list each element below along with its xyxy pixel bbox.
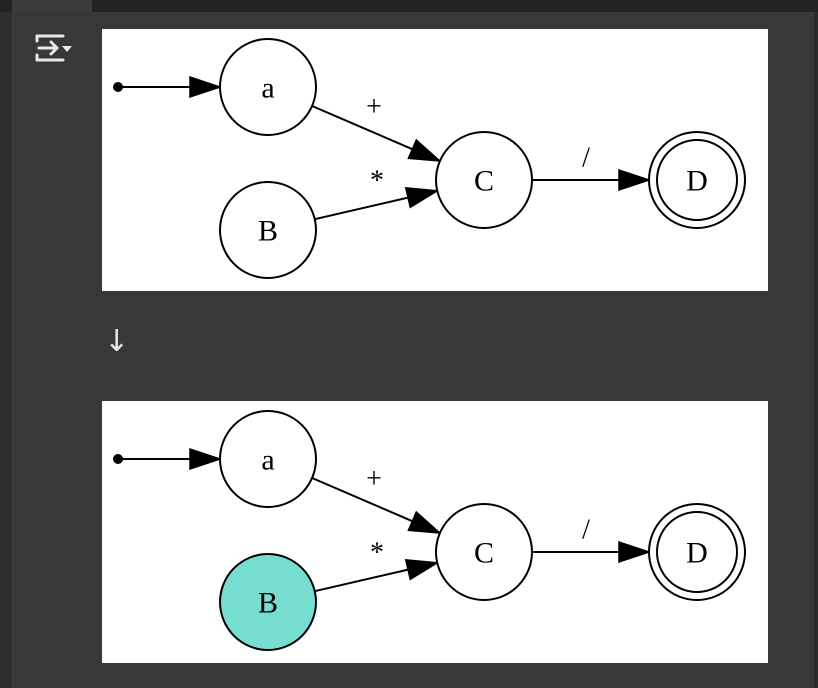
- state-circle: [435, 503, 533, 601]
- edge-label: *: [370, 166, 384, 197]
- state-node-a: a: [219, 38, 317, 136]
- state-label: D: [686, 165, 708, 198]
- edge-label: /: [582, 515, 590, 546]
- edge-B-C: *: [314, 166, 440, 221]
- arrowhead: [407, 138, 443, 162]
- edge-line: [314, 196, 409, 221]
- state-circle: [219, 38, 317, 136]
- state-node-B: B: [219, 553, 317, 651]
- state-node-a: a: [219, 410, 317, 508]
- edge-label: /: [582, 143, 590, 174]
- down-arrow-text: ↓: [104, 324, 130, 359]
- state-label: a: [261, 444, 274, 477]
- state-circle: [219, 181, 317, 279]
- state-label: D: [686, 537, 708, 570]
- state-circle: [435, 131, 533, 229]
- arrowhead: [189, 75, 223, 99]
- edge-line: [311, 105, 413, 151]
- edge-label: +: [366, 464, 382, 495]
- edge-line: [314, 568, 409, 593]
- edge-a-C: +: [311, 92, 443, 162]
- collapse-output-icon: [35, 34, 72, 62]
- state-label: C: [474, 165, 494, 198]
- state-node-B: B: [219, 181, 317, 279]
- accepting-ring: [656, 511, 738, 593]
- arrowhead: [618, 168, 652, 192]
- arrowhead: [189, 447, 223, 471]
- state-label: a: [261, 72, 274, 105]
- state-node-C: C: [435, 131, 533, 229]
- state-label: B: [258, 215, 278, 248]
- top-tab[interactable]: [12, 0, 92, 12]
- state-node-C: C: [435, 503, 533, 601]
- state-label: B: [258, 587, 278, 620]
- arrowhead: [407, 510, 443, 534]
- cell-left-rail: [0, 12, 11, 688]
- edge-start-a: [113, 447, 223, 471]
- state-node-D: D: [648, 131, 746, 229]
- edge-line: [311, 477, 413, 523]
- graph-canvas: + * / aB C D: [113, 38, 746, 279]
- edge-start-a: [113, 75, 223, 99]
- state-label: C: [474, 537, 494, 570]
- edge-a-C: +: [311, 464, 443, 534]
- arrowhead: [404, 559, 440, 581]
- edge-B-C: *: [314, 538, 440, 593]
- arrowhead: [618, 540, 652, 564]
- state-circle: [648, 503, 746, 601]
- top-bar: [0, 0, 818, 12]
- output-toggle-button[interactable]: [30, 28, 76, 68]
- edge-C-D: /: [532, 515, 652, 564]
- arrowhead: [404, 187, 440, 209]
- graph-canvas: + * / aB C D: [113, 410, 746, 651]
- accepting-ring: [656, 139, 738, 221]
- scrollbar-track[interactable]: [814, 12, 818, 688]
- edge-C-D: /: [532, 143, 652, 192]
- edge-label: +: [366, 92, 382, 123]
- state-circle: [219, 553, 317, 651]
- state-circle: [648, 131, 746, 229]
- edge-label: *: [370, 538, 384, 569]
- state-node-D: D: [648, 503, 746, 601]
- state-circle: [219, 410, 317, 508]
